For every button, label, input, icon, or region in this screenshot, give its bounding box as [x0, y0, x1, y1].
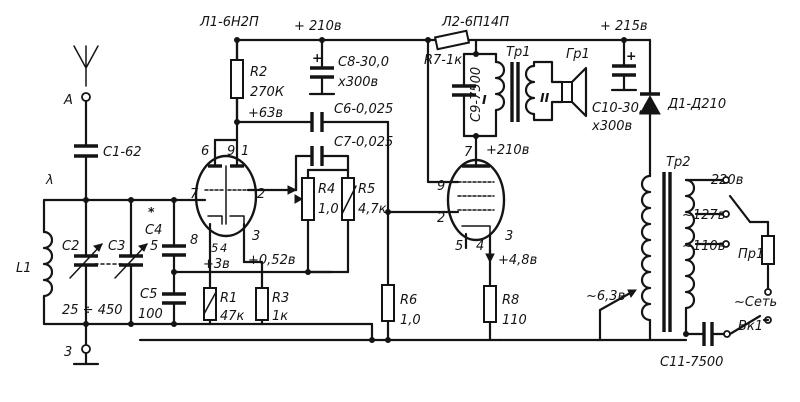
svg-text:8: 8 — [190, 233, 198, 248]
svg-text:II: II — [540, 90, 550, 105]
svg-text:Л2-6П14П: Л2-6П14П — [441, 15, 509, 30]
svg-text:C7-0,025: C7-0,025 — [334, 135, 393, 150]
r7: R7-1к — [424, 29, 471, 68]
svg-text:~Сеть: ~Сеть — [734, 295, 777, 310]
variable-caps-c2-c3: C2 C3 25 ÷ 450 — [62, 198, 148, 326]
antenna-label: A — [63, 93, 73, 108]
svg-text:C2: C2 — [62, 239, 79, 254]
svg-text:Гp1: Гp1 — [566, 47, 590, 62]
svg-text:5: 5 — [211, 241, 218, 255]
v1-plate-circuit: R2 270К +63в + 210в — [213, 19, 632, 142]
svg-text:~110в: ~110в — [682, 239, 725, 254]
tube-v2: Л2-6П14П 7 9 2 3 5 4 +210в +4,8в — [426, 15, 537, 270]
svg-text:R4: R4 — [318, 182, 335, 197]
tube-v1: Л1-6Н2П 6 9 1 7 2 8 3 4 5 +3в +0,52в — [190, 15, 298, 296]
svg-text:3: 3 — [252, 229, 260, 244]
svg-text:C6-0,025: C6-0,025 — [334, 102, 393, 117]
svg-text:*: * — [148, 204, 155, 219]
svg-text:9: 9 — [437, 179, 445, 194]
svg-text:I: I — [482, 92, 487, 107]
svg-text:~6,3в: ~6,3в — [586, 289, 625, 304]
svg-text:x300в: x300в — [337, 75, 378, 90]
coupling-c6-c7: C6-0,025 C7-0,025 — [294, 102, 393, 214]
svg-text:1,0: 1,0 — [318, 202, 339, 217]
svg-text:270К: 270К — [250, 85, 285, 100]
ground-label: 3 — [64, 345, 72, 360]
svg-text:+: + — [626, 48, 636, 63]
svg-text:C8-30,0: C8-30,0 — [338, 55, 389, 70]
svg-text:2: 2 — [437, 211, 445, 226]
svg-text:7: 7 — [464, 145, 473, 160]
svg-text:100: 100 — [138, 307, 163, 322]
cap-c8: + C8-30,0 x300в — [308, 37, 389, 96]
svg-text:C4: C4 — [145, 223, 162, 238]
svg-text:7: 7 — [190, 187, 199, 202]
svg-text:1: 1 — [241, 144, 249, 159]
r8: R8 110 — [369, 266, 527, 343]
svg-text:3: 3 — [505, 229, 513, 244]
svg-text:+ 215в: + 215в — [600, 19, 648, 34]
svg-text:L1: L1 — [16, 261, 32, 276]
lambda-mark: λ — [45, 173, 54, 188]
svg-text:R8: R8 — [502, 293, 519, 308]
svg-text:9: 9 — [227, 144, 235, 159]
svg-text:2: 2 — [257, 187, 265, 202]
svg-text:R2: R2 — [250, 65, 267, 80]
svg-text:R1: R1 — [220, 291, 237, 306]
coil-l1: L1 — [16, 230, 54, 300]
svg-text:Tp2: Tp2 — [666, 155, 690, 170]
svg-text:1,0: 1,0 — [400, 313, 421, 328]
svg-text:+210в: +210в — [486, 143, 529, 158]
svg-text:C11-7500: C11-7500 — [660, 355, 723, 370]
svg-text:+ 210в: + 210в — [294, 19, 342, 34]
svg-text:4: 4 — [476, 239, 484, 254]
svg-text:R6: R6 — [400, 293, 417, 308]
svg-text:C3: C3 — [108, 239, 125, 254]
ground-terminal — [81, 344, 91, 354]
svg-text:~127в: ~127в — [682, 208, 725, 223]
svg-text:5: 5 — [150, 239, 158, 254]
antenna-terminal — [81, 92, 91, 102]
antenna-input: A C1-62 λ — [45, 45, 142, 203]
svg-text:+4,8в: +4,8в — [498, 253, 537, 268]
svg-text:+63в: +63в — [248, 106, 283, 121]
svg-text:R5: R5 — [358, 182, 375, 197]
svg-text:C9-7500: C9-7500 — [469, 67, 484, 122]
svg-text:+3в: +3в — [203, 257, 230, 272]
input-rails: 3 — [42, 197, 374, 366]
svg-text:6: 6 — [201, 144, 209, 159]
svg-text:4,7к: 4,7к — [358, 202, 387, 217]
tube-v1-envelope — [194, 154, 258, 238]
svg-text:47к: 47к — [220, 309, 245, 324]
r6: R6 1,0 — [138, 209, 502, 342]
svg-text:4: 4 — [220, 241, 227, 255]
r1-r3: R1 47к R3 1к — [203, 287, 289, 326]
svg-text:Tp1: Tp1 — [506, 45, 530, 60]
antenna-symbol — [73, 45, 99, 87]
svg-text:C5: C5 — [140, 287, 157, 302]
svg-text:+0,52в: +0,52в — [248, 253, 296, 268]
power-supply: + + 215в C10-30,0 x300в Д1-Д210 Tp2 ~220… — [498, 19, 777, 370]
svg-text:R7-1к: R7-1к — [424, 53, 462, 68]
svg-text:Пp1: Пp1 — [738, 247, 764, 262]
svg-text:C10-30,0: C10-30,0 — [592, 101, 651, 116]
svg-text:5: 5 — [455, 239, 463, 254]
output-stage: C9-7500 I Tp1 II Гp1 — [452, 38, 590, 139]
tube-v2-envelope — [446, 158, 506, 242]
svg-text:1к: 1к — [272, 309, 288, 324]
svg-text:x300в: x300в — [591, 119, 632, 134]
c1-label: C1-62 — [103, 145, 142, 160]
svg-text:+: + — [312, 50, 322, 65]
svg-text:25 ÷ 450: 25 ÷ 450 — [62, 303, 123, 318]
svg-text:110: 110 — [502, 313, 527, 328]
svg-text:Л1-6Н2П: Л1-6Н2П — [199, 15, 259, 30]
svg-text:Вк1: Вк1 — [738, 319, 763, 334]
svg-text:R3: R3 — [272, 291, 289, 306]
svg-text:Д1-Д210: Д1-Д210 — [667, 97, 726, 112]
r4-r5-network: R4 1,0 R5 4,7к — [294, 168, 387, 275]
